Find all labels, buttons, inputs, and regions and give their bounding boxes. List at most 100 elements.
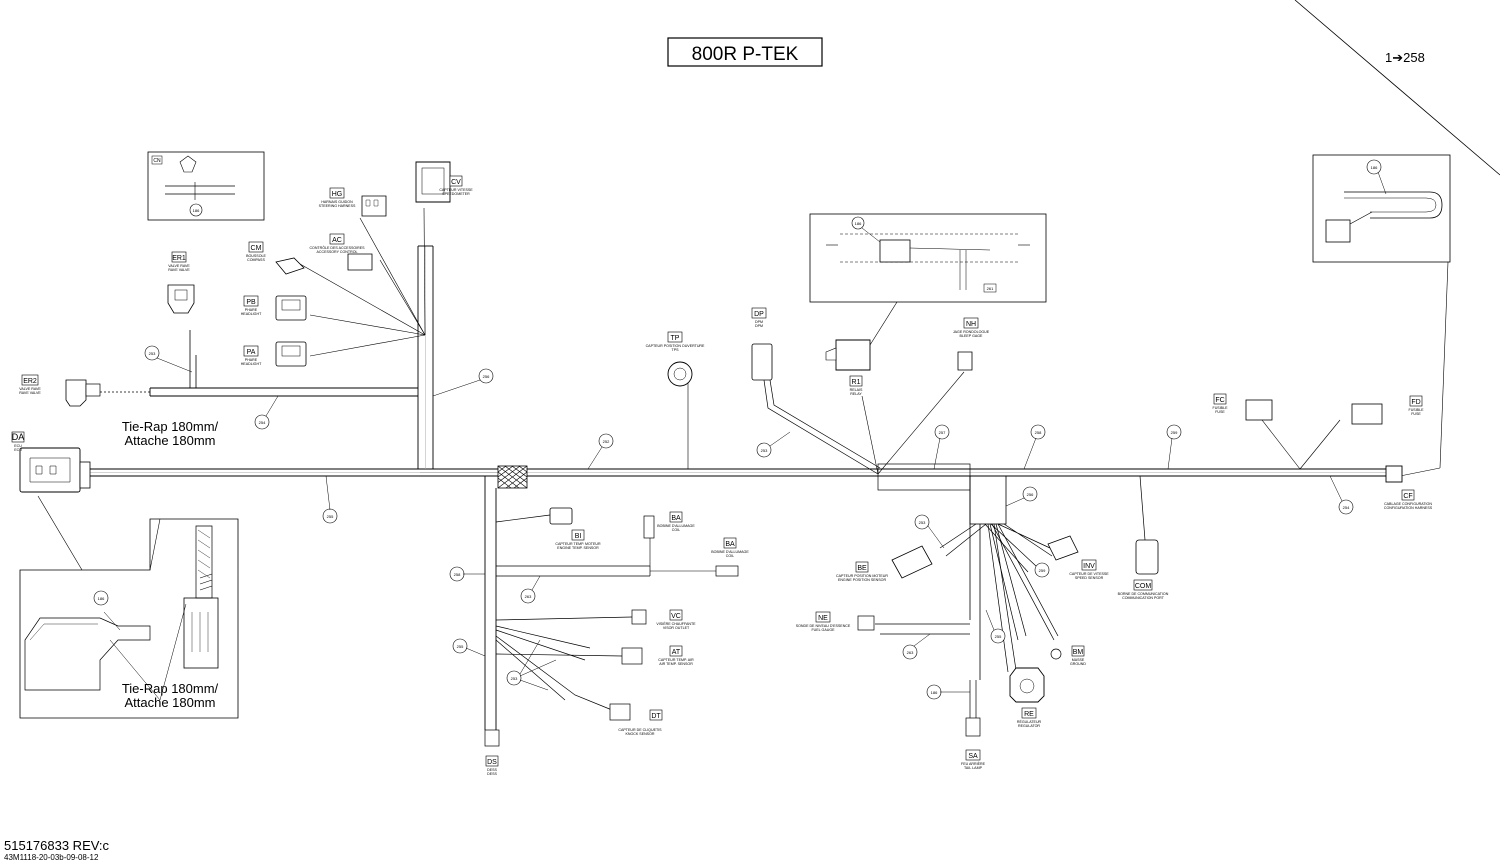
svg-text:RAVE VALVE: RAVE VALVE [168, 268, 190, 272]
svg-text:255: 255 [457, 644, 464, 649]
connector-fc: FC FUSIBLE FUSE [1213, 393, 1273, 421]
connector-ds: DS DESS DESS [484, 729, 500, 776]
connector-hg: HG HARNAIS GUIDON STEERING HARNESS [319, 187, 387, 217]
svg-text:REGULATOR: REGULATOR [1018, 724, 1040, 728]
svg-text:HEADLIGHT: HEADLIGHT [241, 362, 262, 366]
connector-vc: VC VISIÈRE CHAUFFANTE VISOR OUTLET [631, 609, 696, 630]
svg-text:VALVE RAVE: VALVE RAVE [168, 264, 190, 268]
ecu-connector: DA ECU ECU [11, 431, 91, 493]
svg-text:DESS: DESS [487, 768, 497, 772]
svg-text:INV: INV [1083, 563, 1095, 570]
svg-text:MASSE: MASSE [1072, 658, 1085, 662]
svg-text:VISOR OUTLET: VISOR OUTLET [663, 626, 690, 630]
svg-text:BM: BM [1073, 649, 1084, 656]
connector-re: RE RÉGULATEUR REGULATOR [1009, 667, 1045, 728]
svg-text:COIL: COIL [672, 528, 680, 532]
svg-text:ENGINE TEMP. SENSOR: ENGINE TEMP. SENSOR [557, 546, 599, 550]
connector-nh: NH JAGE RONDOLOGUE BLEEP GAGE [953, 317, 990, 371]
connector-ac: AC CONTRÔLE DES ACCESSOIRES ACCESSORY CO… [309, 233, 373, 271]
svg-text:BORNE DE COMMUNICATION: BORNE DE COMMUNICATION [1118, 592, 1169, 596]
svg-text:256: 256 [1027, 492, 1034, 497]
part-number: 515176833 REV:c [4, 838, 110, 853]
svg-text:CF: CF [1403, 493, 1412, 500]
svg-text:COMPASS: COMPASS [247, 258, 265, 262]
svg-text:253: 253 [511, 676, 518, 681]
svg-text:CAPTEUR DE VITESSE: CAPTEUR DE VITESSE [1069, 572, 1109, 576]
svg-text:FUEL GAUGE: FUEL GAUGE [811, 628, 835, 632]
svg-text:ENGINE POSITION SENSOR: ENGINE POSITION SENSOR [838, 578, 887, 582]
connector-at: AT CAPTEUR TEMP. AIR AIR TEMP. SENSOR [621, 645, 694, 666]
svg-text:257: 257 [939, 430, 946, 435]
svg-text:PA: PA [247, 349, 256, 356]
svg-text:CAPTEUR VITESSE: CAPTEUR VITESSE [439, 188, 473, 192]
tie-wrap-detail: 186 Tie-Rap 180mm/ Attache 180mm [19, 518, 239, 719]
svg-text:TP: TP [671, 335, 680, 342]
svg-text:258: 258 [1035, 430, 1042, 435]
svg-text:ER2: ER2 [23, 378, 37, 385]
border-diagonal [1294, 0, 1500, 176]
svg-text:ECU: ECU [14, 444, 22, 448]
connector-bi: BI CAPTEUR TEMP. MOTEUR ENGINE TEMP. SEN… [549, 507, 601, 550]
svg-text:AT: AT [672, 649, 681, 656]
tie-wrap-note-bottom-1: Tie-Rap 180mm/ [122, 681, 219, 696]
svg-text:BOBINE D'ALLUMAGE: BOBINE D'ALLUMAGE [657, 524, 695, 528]
connector-bm: BM MASSE GROUND [1050, 645, 1086, 666]
svg-text:259: 259 [1039, 568, 1046, 573]
connector-ba-1: BA BOBINE D'ALLUMAGE COIL [643, 511, 695, 539]
svg-text:CAPTEUR DE CLIQUETIS: CAPTEUR DE CLIQUETIS [618, 728, 662, 732]
tie-wrap-note-bottom-2: Attache 180mm [124, 695, 215, 710]
svg-text:254: 254 [1343, 505, 1350, 510]
svg-text:RELAY: RELAY [850, 392, 862, 396]
svg-text:SONDE DE NIVEAU D'ESSENCE: SONDE DE NIVEAU D'ESSENCE [796, 624, 851, 628]
relay-detail: 186 261 [809, 213, 1047, 303]
svg-text:BI: BI [575, 533, 582, 540]
svg-text:263: 263 [525, 594, 532, 599]
connector-r1: R1 RELAIS RELAY [825, 339, 871, 396]
tie-wrap-note-top-1: Tie-Rap 180mm/ [122, 419, 219, 434]
svg-text:JAGE RONDOLOGUE: JAGE RONDOLOGUE [953, 330, 990, 334]
svg-text:AIR TEMP. SENSOR: AIR TEMP. SENSOR [659, 662, 693, 666]
svg-text:RÉGULATEUR: RÉGULATEUR [1017, 719, 1042, 724]
configuration-kit-detail: 186 [1312, 154, 1451, 263]
svg-text:DS: DS [487, 759, 497, 766]
kit-reference: 1➔258 [1385, 50, 1425, 65]
svg-text:CV: CV [451, 179, 461, 186]
svg-text:BA: BA [725, 541, 735, 548]
svg-text:SPEED SENSOR: SPEED SENSOR [1075, 576, 1104, 580]
svg-text:DESS: DESS [487, 772, 497, 776]
svg-text:SPEEDOMETER: SPEEDOMETER [442, 192, 470, 196]
svg-text:ER1: ER1 [172, 255, 186, 262]
svg-text:FUSE: FUSE [1411, 412, 1421, 416]
svg-text:HEADLIGHT: HEADLIGHT [241, 312, 262, 316]
svg-text:CAPTEUR POSITION OUVERTURE: CAPTEUR POSITION OUVERTURE [646, 344, 705, 348]
svg-text:DP: DP [754, 311, 764, 318]
svg-text:BOUSSOLE: BOUSSOLE [246, 254, 266, 258]
connector-cm: CM BOUSSOLE COMPASS [246, 241, 305, 275]
connector-sa: SA FEU ARRIÈRE TAIL LAMP [961, 717, 986, 770]
svg-text:252: 252 [603, 439, 610, 444]
svg-text:255: 255 [327, 514, 334, 519]
svg-text:COMMUNICATION PORT: COMMUNICATION PORT [1122, 596, 1165, 600]
svg-text:253: 253 [149, 351, 156, 356]
svg-text:GROUND: GROUND [1070, 662, 1086, 666]
svg-text:CM: CM [251, 245, 262, 252]
svg-text:DPM: DPM [755, 320, 763, 324]
svg-text:253: 253 [761, 448, 768, 453]
svg-text:TAIL LAMP: TAIL LAMP [964, 766, 983, 770]
svg-text:CAPTEUR TEMP. AIR: CAPTEUR TEMP. AIR [658, 658, 694, 662]
connector-dt: DT CAPTEUR DE CLIQUETIS KNOCK SENSOR [609, 703, 663, 736]
svg-text:255: 255 [995, 634, 1002, 639]
svg-text:PHARE: PHARE [245, 308, 258, 312]
svg-text:R1: R1 [852, 379, 861, 386]
tie-wrap-note-top-2: Attache 180mm [124, 433, 215, 448]
drawing-reference: 43M1118-20-03b-09-08-12 [4, 853, 99, 862]
svg-text:COM: COM [1135, 583, 1152, 590]
connector-ba-2: BA BOBINE D'ALLUMAGE COIL [711, 537, 749, 577]
svg-text:186: 186 [855, 221, 862, 226]
connector-er1: ER1 VALVE RAVE RAVE VALVE [167, 251, 195, 314]
svg-text:HARNAIS GUIDON: HARNAIS GUIDON [321, 200, 353, 204]
svg-text:PHARE: PHARE [245, 358, 258, 362]
connector-com: COM BORNE DE COMMUNICATION COMMUNICATION… [1118, 539, 1169, 600]
connector-tp: TP CAPTEUR POSITION OUVERTURE TPS [646, 331, 705, 387]
